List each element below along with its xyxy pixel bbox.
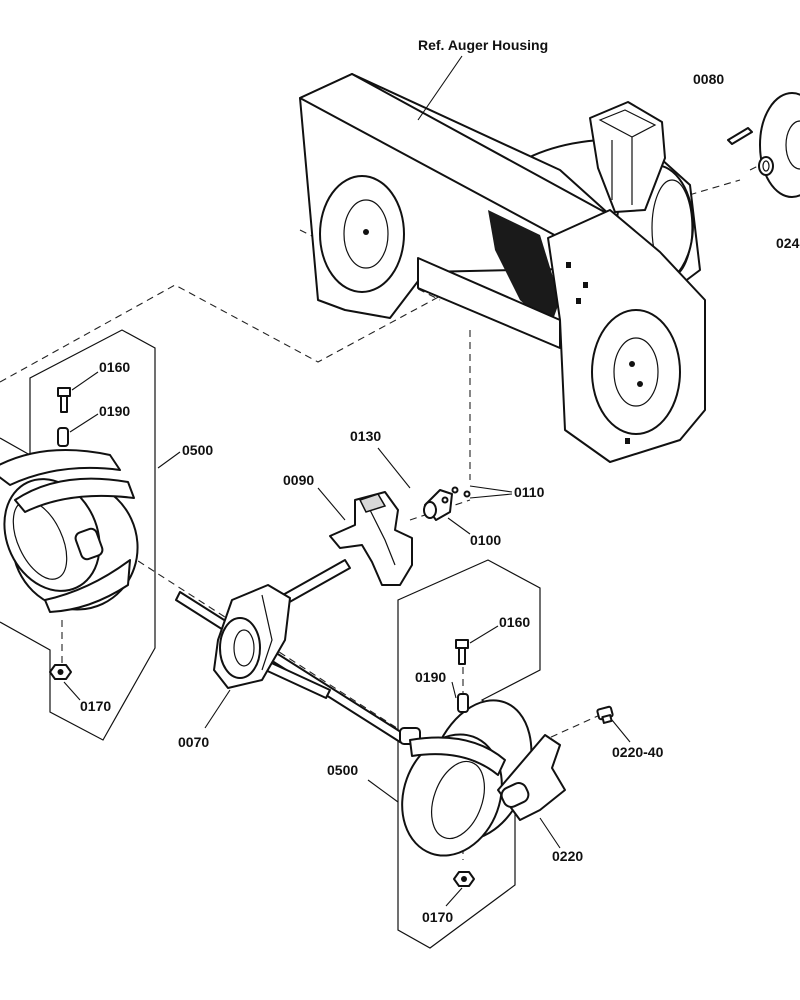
left-auger-spiral xyxy=(0,449,139,613)
spacer-0190-left xyxy=(57,427,69,447)
label-0130: 0130 xyxy=(350,428,381,444)
auger-housing xyxy=(299,73,706,463)
leader-0130 xyxy=(377,447,411,489)
label-0500-left: 0500 xyxy=(182,442,213,458)
label-0160-top: 0160 xyxy=(99,359,130,375)
spacer-0190-bottom xyxy=(457,693,469,713)
label-0080: 0080 xyxy=(693,71,724,87)
bolt-0160-bottom xyxy=(455,639,469,665)
auger-shaft xyxy=(175,559,405,743)
leader-0070 xyxy=(204,689,231,729)
bottom-auger-spiral xyxy=(399,699,566,857)
impeller-0090 xyxy=(329,491,413,586)
label-0100: 0100 xyxy=(470,532,501,548)
label-0190-top: 0190 xyxy=(99,403,130,419)
leader-0100 xyxy=(447,517,471,535)
leader-0170-bottom xyxy=(445,887,463,907)
key-0080 xyxy=(727,127,753,145)
leader-0220 xyxy=(539,817,561,849)
leader-0110-a xyxy=(469,485,513,493)
leader-0170-left xyxy=(63,681,81,701)
flange-0100 xyxy=(423,489,453,521)
leader-0160-left xyxy=(71,371,99,391)
label-0070: 0070 xyxy=(178,734,209,750)
label-0220-40: 0220-40 xyxy=(612,744,664,760)
leader-0160-bottom xyxy=(469,625,499,644)
leader-0220-40 xyxy=(611,719,631,743)
left-assembly-outline xyxy=(0,329,156,741)
leader-0500-left xyxy=(157,451,181,469)
label-024: 024 xyxy=(776,235,800,251)
label-0170-left: 0170 xyxy=(80,698,111,714)
label-0190-bottom: 0190 xyxy=(415,669,446,685)
bolt-0160-left xyxy=(57,387,71,413)
label-ref-auger-housing: Ref. Auger Housing xyxy=(418,37,548,53)
leader-0090 xyxy=(317,487,346,521)
label-0220: 0220 xyxy=(552,848,583,864)
pulley xyxy=(758,92,800,198)
label-0110: 0110 xyxy=(514,484,545,500)
housing-leader-line xyxy=(417,55,463,121)
leader-0190-left xyxy=(69,413,99,433)
leader-0500-bottom xyxy=(367,779,399,803)
nut-0170-bottom xyxy=(453,871,475,887)
label-0160-bottom: 0160 xyxy=(499,614,530,630)
leader-0110-b xyxy=(469,493,513,499)
label-0170-bottom: 0170 xyxy=(422,909,453,925)
screws-0110 xyxy=(441,486,471,504)
fitting-0220-40 xyxy=(596,705,614,724)
leader-0190-bottom xyxy=(451,681,457,699)
label-0500-bottom: 0500 xyxy=(327,762,358,778)
label-0090: 0090 xyxy=(283,472,314,488)
gearbox-0070 xyxy=(213,584,291,689)
nut-0170-left xyxy=(49,664,72,680)
